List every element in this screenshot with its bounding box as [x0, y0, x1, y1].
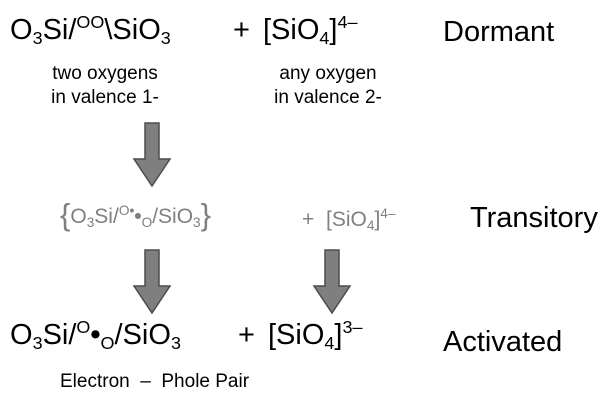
activated-o-symbol: O [10, 319, 33, 351]
activated-si-symbol: Si/ [42, 319, 77, 351]
transitory-o-symbol: O [70, 205, 87, 228]
transitory-radical-dot-upper: • [129, 202, 135, 218]
activated-silicate-close: ] [334, 319, 343, 351]
transitory-label: Transitory [470, 202, 598, 234]
transitory-silicate-close: ] [374, 208, 381, 231]
arrow-down-3 [312, 249, 352, 315]
activated-plus-sign: + [238, 319, 255, 351]
dormant-silicate-subscript: 4 [319, 28, 330, 49]
transitory-o-radical-sup: O• [119, 203, 134, 218]
dormant-peroxy-formula: O3Si/OO\SiO3 [10, 13, 171, 49]
activated-o-upper: O [76, 316, 91, 337]
arrow-down-1-shape [132, 122, 172, 188]
transitory-o-subscript: 3 [86, 215, 95, 231]
transitory-brace-close: } [200, 196, 211, 232]
dormant-silicate-open: [SiO [263, 14, 320, 46]
dormant-sio-subscript: 3 [160, 28, 171, 49]
activated-silicate-open: [SiO [268, 319, 325, 351]
dormant-sio-symbol: \SiO [104, 14, 161, 46]
caption-text: Electron – Phole Pair [60, 371, 250, 392]
transitory-o-upper: O [118, 202, 130, 218]
arrow-down-3-shape [312, 249, 352, 315]
transitory-o-lower: O [141, 215, 153, 231]
dormant-o-symbol: O [10, 14, 33, 46]
activated-peroxy-formula: O3Si/O•O/SiO3 [10, 318, 181, 354]
transitory-si-symbol: Si/ [94, 205, 119, 228]
dormant-silicate-formula: [SiO4]4– [263, 13, 357, 49]
dormant-plus-sign: + [233, 14, 250, 46]
transitory-sio-symbol: /SiO [152, 205, 194, 228]
activated-sio-subscript: 3 [170, 333, 181, 354]
activated-o-lower: O [100, 333, 115, 354]
transitory-radical-dot-lower: • [134, 205, 142, 228]
activated-silicate-subscript: 4 [324, 333, 335, 354]
left-note-line2: in valence 1- [51, 87, 159, 108]
arrow-down-1 [132, 122, 172, 188]
dormant-silicate-charge: 4– [337, 11, 358, 32]
dormant-silicate-close: ] [329, 14, 338, 46]
activated-radical-dot: • [90, 319, 101, 351]
right-note-line1: any oxygen [279, 63, 377, 84]
transitory-formula: {O3Si/O••O/SiO3} [60, 199, 211, 231]
transitory-silicate-subscript: 4 [366, 218, 375, 234]
activated-silicate-charge: 3– [342, 316, 363, 337]
arrow-down-2-shape [132, 249, 172, 315]
dormant-si-symbol: Si/ [42, 14, 77, 46]
activated-silicate-formula: [SiO4]3– [268, 318, 362, 354]
transitory-silicate-formula: [SiO4]4– [326, 205, 396, 234]
dormant-o-subscript: 3 [32, 28, 43, 49]
transitory-sio-subscript: 3 [193, 215, 201, 231]
transitory-brace-open: { [60, 196, 71, 232]
dormant-peroxy-bridge: OO [76, 11, 105, 32]
transitory-silicate-open: [SiO [326, 208, 367, 231]
right-note-line2: in valence 2- [274, 87, 382, 108]
dormant-label: Dormant [443, 16, 555, 48]
arrow-down-2 [132, 249, 172, 315]
right-note: any oxygen in valence 2- [248, 62, 408, 110]
transitory-silicate-charge: 4– [380, 205, 396, 221]
left-note-line1: two oxygens [52, 63, 158, 84]
electron-phole-pair-caption: Electron – Phole Pair [60, 372, 249, 391]
activated-o-subscript: 3 [32, 333, 43, 354]
activated-sio-symbol: /SiO [114, 319, 171, 351]
activated-label: Activated [443, 326, 563, 358]
transitory-plus-sign: + [302, 208, 315, 231]
left-note: two oxygens in valence 1- [20, 62, 190, 110]
